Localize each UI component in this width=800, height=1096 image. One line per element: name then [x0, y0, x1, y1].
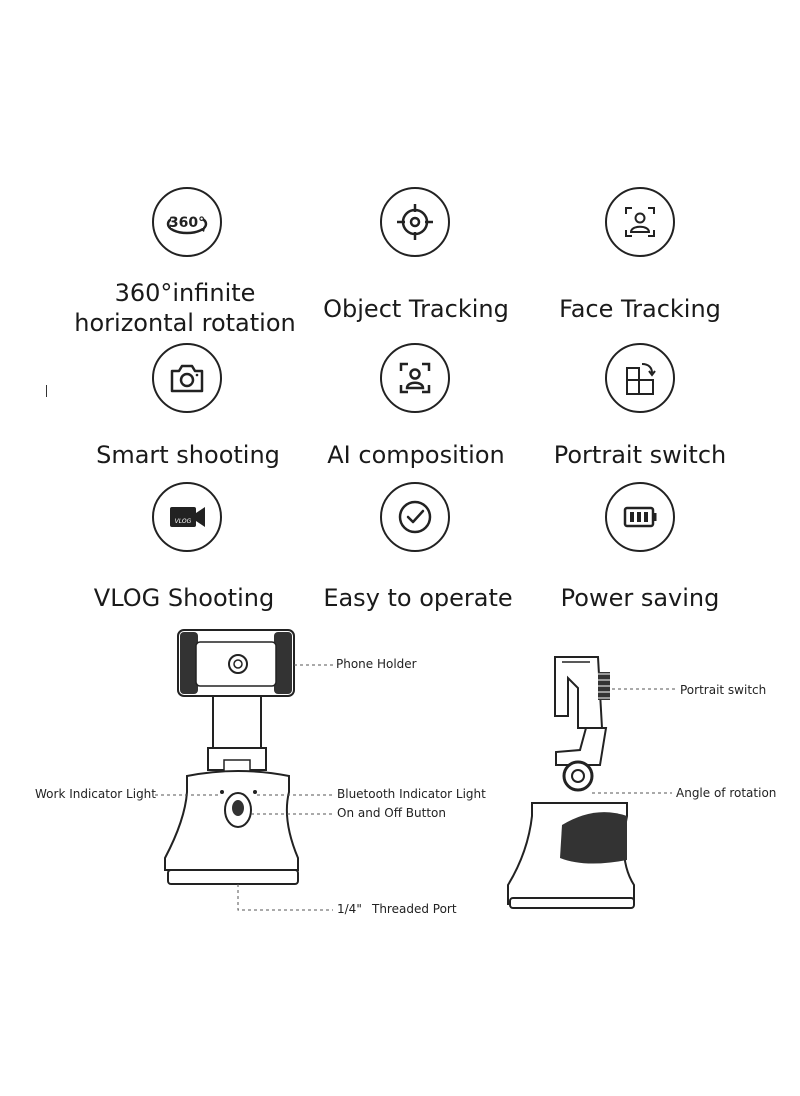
feature-label-easy-to-operate: Easy to operate [323, 584, 513, 612]
vlog-camera-icon: VLOG [152, 482, 222, 552]
check-circle-icon [380, 482, 450, 552]
side-view-device [507, 656, 635, 909]
feature-label-face-tracking: Face Tracking [559, 295, 721, 323]
callout-threaded-port: Threaded Port [372, 902, 457, 916]
target-icon [380, 187, 450, 257]
feature-label-rotation: 360°infinite horizontal rotation [74, 279, 296, 337]
callout-work-indicator-light: Work Indicator Light [35, 787, 156, 801]
feature-label-smart-shooting: Smart shooting [96, 441, 280, 469]
feature-label-ai-composition: AI composition [327, 441, 505, 469]
callout-phone-holder: Phone Holder [336, 657, 417, 671]
camera-icon [152, 343, 222, 413]
svg-text:VLOG: VLOG [175, 518, 192, 525]
rotate-screen-icon [605, 343, 675, 413]
callout-threaded-port-size: 1/4" [337, 902, 362, 916]
feature-label-object-tracking: Object Tracking [323, 295, 509, 323]
callout-angle-of-rotation: Angle of rotation [676, 786, 777, 800]
callout-portrait-switch: Portrait switch [680, 683, 767, 697]
face-frame-icon [605, 187, 675, 257]
front-view-device [164, 629, 299, 885]
svg-text:360°: 360° [169, 215, 205, 231]
rotate-360-icon: 360° [152, 187, 222, 257]
device-diagram [155, 629, 676, 911]
stray-mark [46, 385, 47, 397]
feature-label-portrait-switch: Portrait switch [553, 441, 727, 469]
ai-person-frame-icon [380, 343, 450, 413]
callout-on-off-button: On and Off Button [337, 806, 446, 820]
feature-label-power-saving: Power saving [560, 584, 720, 612]
feature-label-vlog-shooting: VLOG Shooting [93, 584, 275, 612]
battery-icon [605, 482, 675, 552]
callout-bluetooth-indicator-light: Bluetooth Indicator Light [337, 787, 486, 801]
